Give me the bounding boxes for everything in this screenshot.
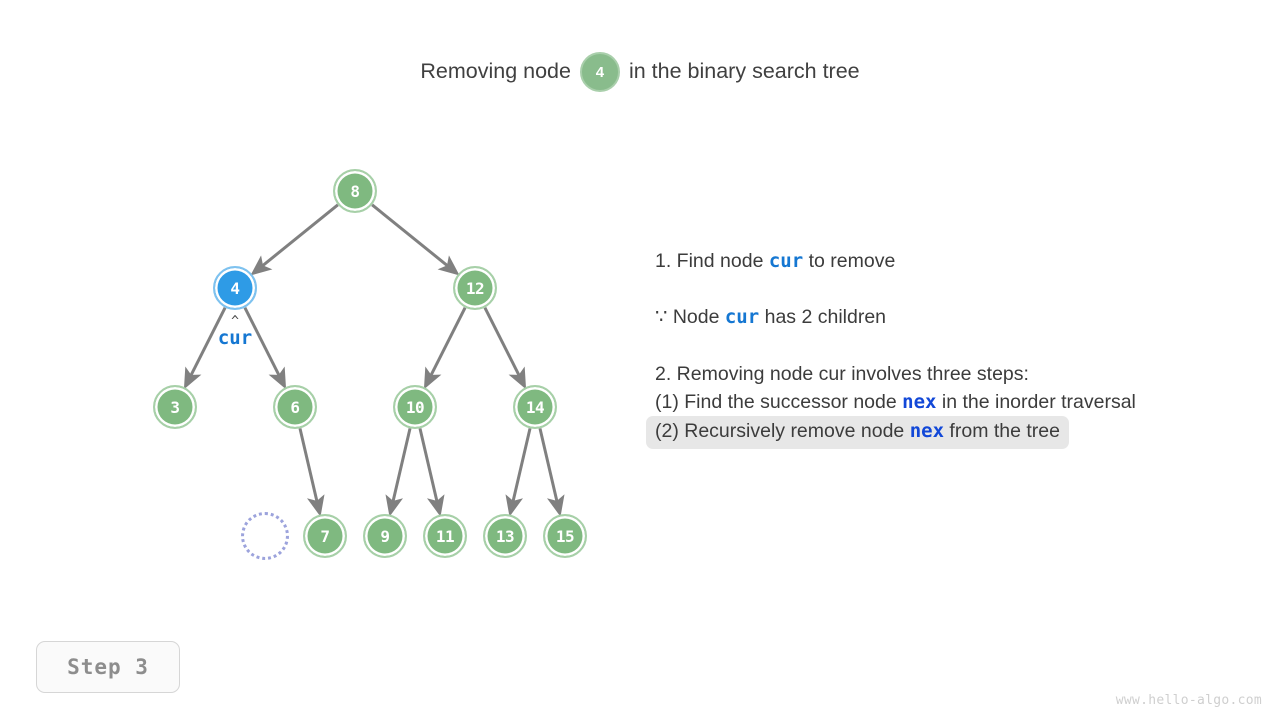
tree-node-11: 11 [423, 514, 467, 558]
line2-code-cur: cur [724, 305, 760, 328]
explanation-panel: 1. Find node cur to remove ∵ Node cur ha… [646, 248, 1265, 449]
tree-edge [385, 428, 412, 517]
title-node-badge: 4 [579, 52, 620, 92]
watermark: www.hello-algo.com [1115, 693, 1262, 708]
tree-node-13: 13 [483, 514, 527, 558]
title-suffix: in the binary search tree [628, 59, 860, 84]
cur-pointer-label: cur [217, 327, 253, 349]
explanation-line-3: 2. Removing node cur involves three step… [655, 363, 1029, 385]
tree-edge [418, 428, 445, 517]
tree-node-12: 12 [453, 266, 497, 310]
tree-node-4: 4 [213, 266, 257, 310]
cur-pointer-group: ^cur [217, 314, 253, 349]
tree-edge [423, 306, 467, 390]
tree-node-8: 8 [333, 169, 377, 213]
line1-post: to remove [803, 250, 896, 272]
explanation-line-5-highlighted: (2) Recursively remove node nex from the… [646, 416, 1069, 449]
tree-node-3: 3 [153, 385, 197, 429]
tree-edge [371, 203, 460, 276]
tree-edge [298, 428, 325, 517]
tree-edge [250, 203, 339, 276]
tree-node-7: 7 [303, 514, 347, 558]
tree-edge [483, 306, 527, 390]
line2-pre: ∵ Node [655, 305, 725, 328]
line4-post: in the inorder traversal [936, 390, 1136, 413]
tree-node-10: 10 [393, 385, 437, 429]
line4-code-nex: nex [902, 390, 937, 413]
step-badge: Step 3 [36, 641, 180, 693]
tree-node-empty-placeholder [241, 512, 289, 560]
caret-up-icon: ^ [231, 314, 239, 329]
line1-code-cur: cur [768, 250, 804, 272]
tree-node-9: 9 [363, 514, 407, 558]
title-prefix: Removing node [420, 59, 571, 84]
explanation-line-1: 1. Find node cur to remove [655, 248, 1265, 276]
explanation-line-4: (1) Find the successor node nex in the i… [655, 389, 1265, 417]
spacer-1 [655, 276, 1265, 304]
line4-pre: (1) Find the successor node [655, 390, 903, 413]
tree-node-6: 6 [273, 385, 317, 429]
page-title: Removing node 4 in the binary search tre… [0, 52, 1280, 92]
explanation-line-2: ∵ Node cur has 2 children [655, 304, 1265, 332]
tree-node-14: 14 [513, 385, 557, 429]
line1-pre: 1. Find node [655, 250, 769, 272]
tree-edge-layer [183, 203, 565, 517]
line5-post: from the tree [944, 420, 1060, 442]
tree-node-15: 15 [543, 514, 587, 558]
line2-post: has 2 children [759, 305, 887, 328]
spacer-2 [655, 331, 1265, 361]
tree-edge [505, 428, 532, 517]
line5-pre: (2) Recursively remove node [655, 420, 910, 442]
tree-edge [538, 428, 565, 517]
line5-code-nex: nex [909, 420, 945, 442]
